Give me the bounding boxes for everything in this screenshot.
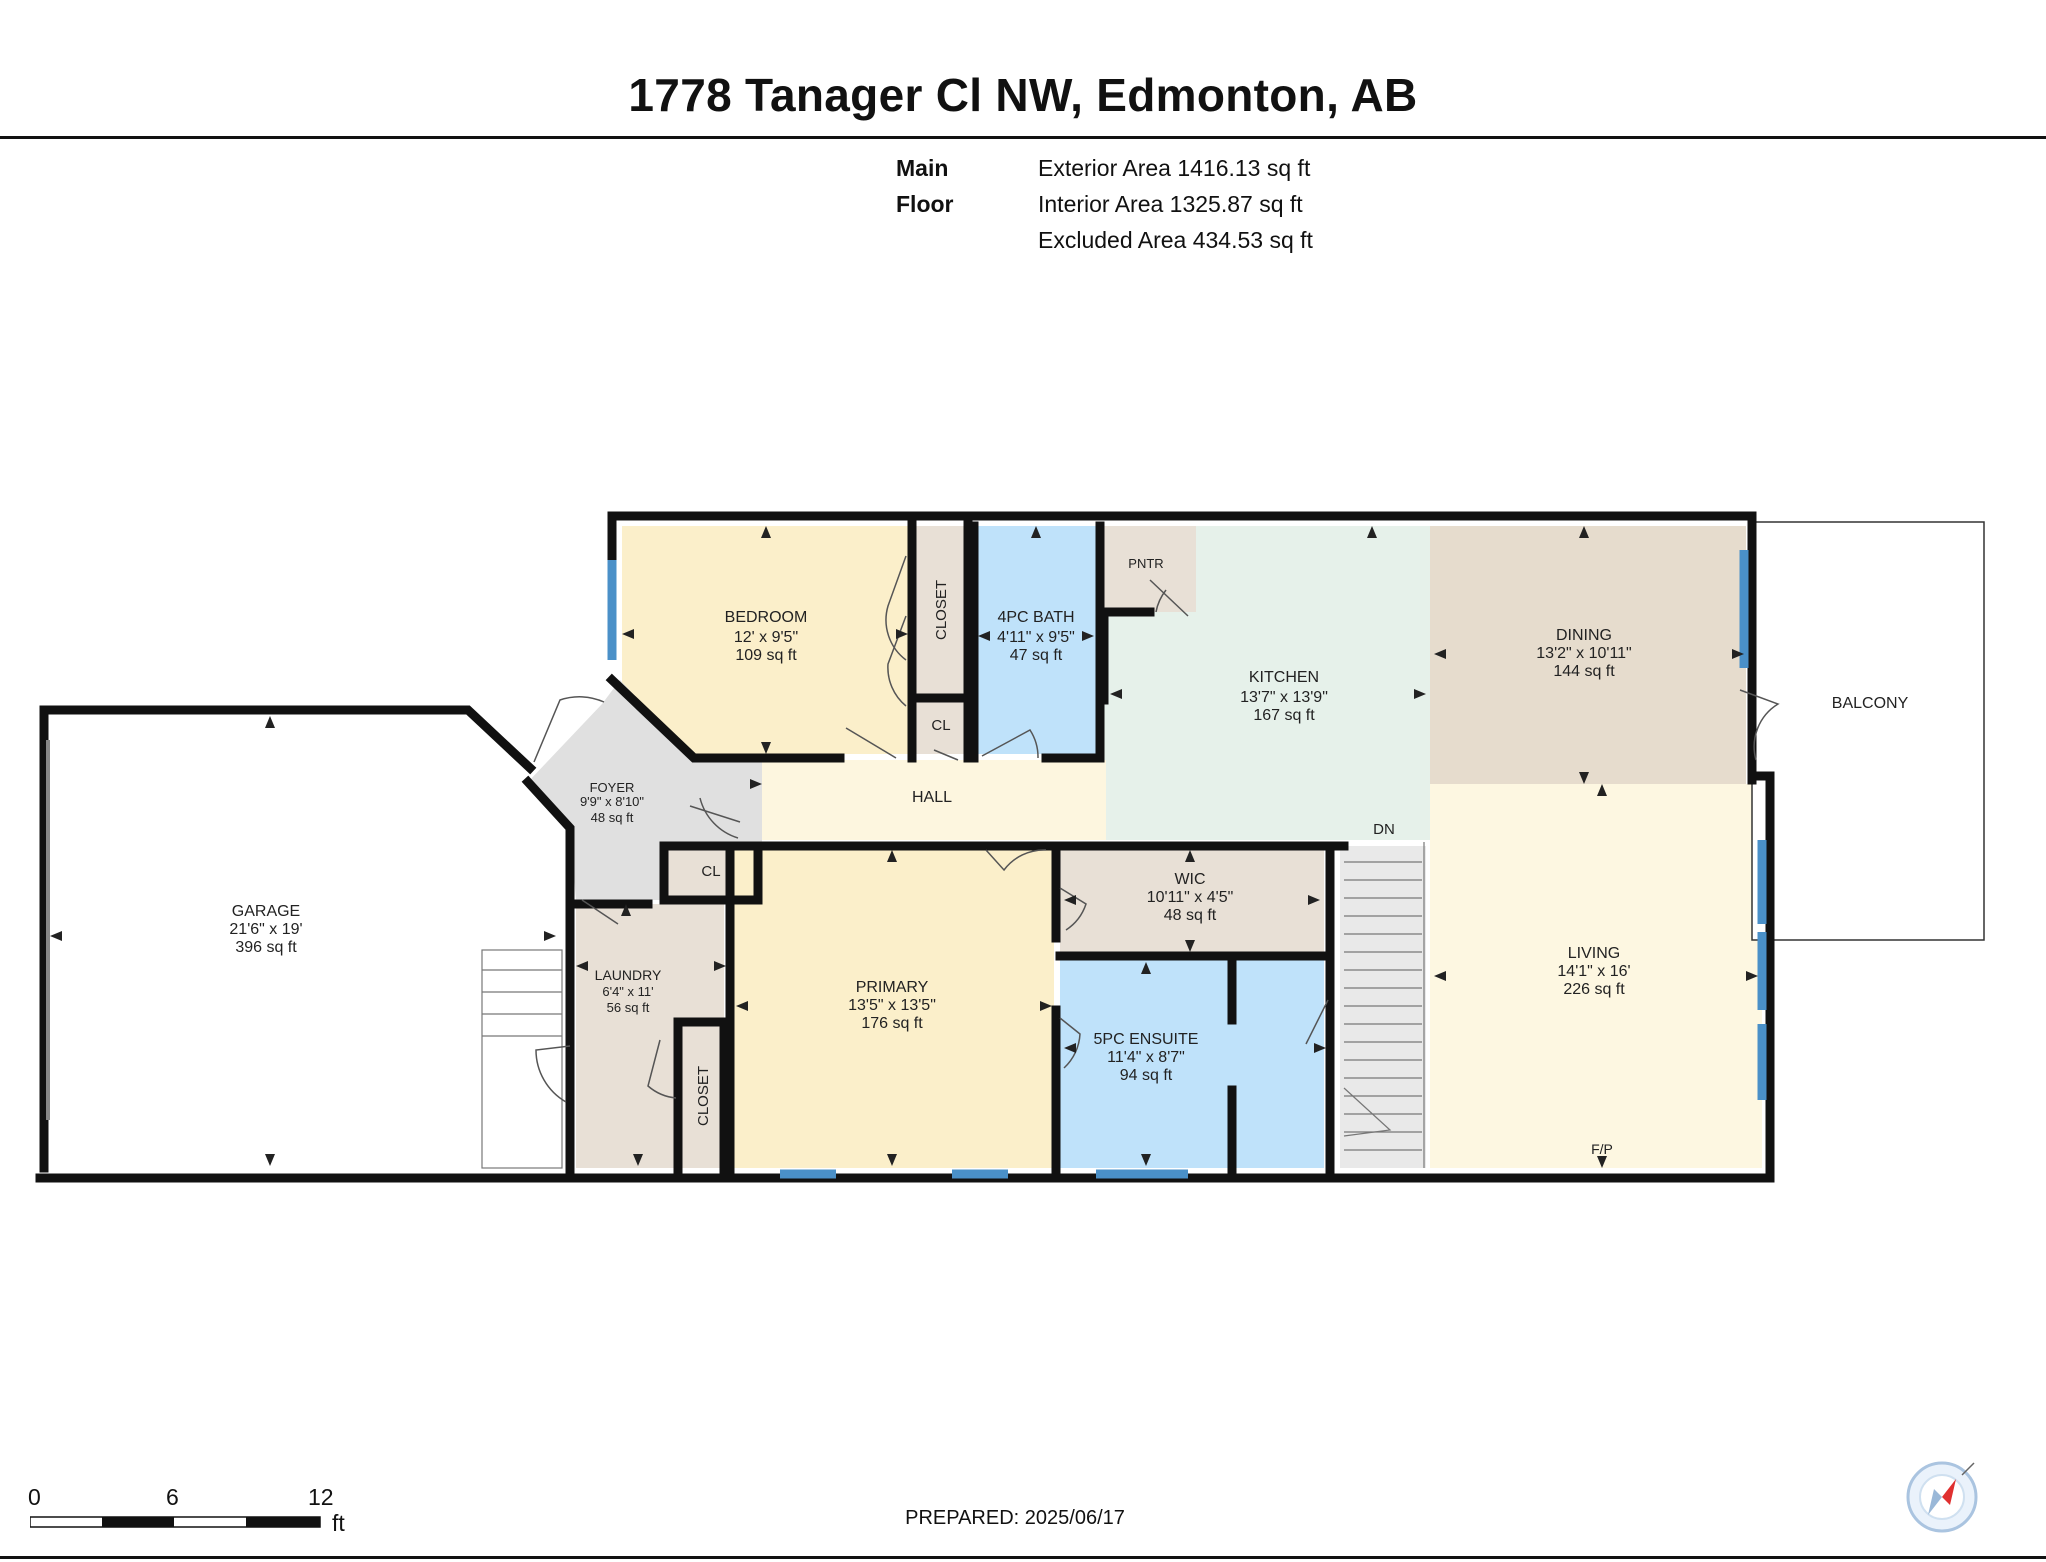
footer-rule [0,1556,2046,1559]
laundry-area: 56 sq ft [607,1000,650,1015]
closet-top-label: CLOSET [933,580,950,640]
primary-name: PRIMARY [856,979,929,996]
ensuite-dims: 11'4" x 8'7" [1107,1049,1185,1066]
dining-name: DINING [1556,627,1612,644]
scale-12: 12 [308,1484,334,1510]
wic-area: 48 sq ft [1164,907,1217,924]
windows [607,550,1767,1179]
stairs-dn-label: DN [1373,821,1395,838]
ensuite-area: 94 sq ft [1120,1067,1173,1084]
interior-area: Interior Area 1325.87 sq ft [1038,191,1303,217]
hall-floor [762,760,1106,840]
pantry-label: PNTR [1128,556,1163,571]
wic-floor [1060,846,1324,952]
bath-name: 4PC BATH [997,609,1074,626]
garage-dims: 21'6" x 19' [229,921,302,938]
scale-6: 6 [166,1484,179,1510]
garage-wall [39,705,537,1173]
scale-bar-graphic [30,1516,321,1528]
door-swings [533,555,1780,1103]
closet-bottom-label: CLOSET [695,1066,712,1126]
foyer-name: FOYER [590,780,635,795]
compass-icon [1906,1461,1978,1533]
bath-area: 47 sq ft [1010,647,1063,664]
pantry-floor-over [1104,526,1196,612]
bedroom-area: 109 sq ft [735,647,797,664]
cl-top-floor [914,698,968,754]
living-dims: 14'1" x 16' [1557,963,1630,980]
dimension-markers [50,526,1758,1168]
scale-0: 0 [28,1484,41,1510]
exterior-area: Exterior Area 1416.13 sq ft [1038,155,1311,181]
foyer-floor [528,680,762,900]
primary-dims: 13'5" x 13'5" [848,997,936,1014]
bedroom-floor [622,526,912,754]
kitchen-area: 167 sq ft [1253,707,1315,724]
header-rule [0,136,2046,139]
closet-bottom-floor [678,1022,724,1168]
scale-unit: ft [332,1510,345,1536]
balcony-outline [1751,521,1985,941]
bath-floor [974,526,1096,754]
living-area: 226 sq ft [1563,981,1625,998]
prepared-date: PREPARED: 2025/06/17 [905,1507,1125,1529]
stair-treads [1343,842,1425,1168]
exterior-steps [481,949,563,1169]
dining-area: 144 sq ft [1553,663,1615,680]
primary-area: 176 sq ft [861,1015,923,1032]
closet-top-floor [914,526,968,694]
laundry-dims: 6'4" x 11' [602,984,653,999]
kitchen-dims: 13'7" x 13'9" [1240,689,1328,706]
room-fills [44,526,1762,1168]
cl-foyer-label: CL [701,863,720,880]
walls [35,511,1775,1183]
dining-dims: 13'2" x 10'11" [1536,645,1631,662]
excluded-area: Excluded Area 434.53 sq ft [1038,227,1313,253]
wic-dims: 10'11" x 4'5" [1147,889,1234,906]
living-floor [1430,784,1762,1168]
floor-label: Main Floor [896,155,954,217]
kitchen-name: KITCHEN [1249,669,1319,686]
plan-title: 1778 Tanager Cl NW, Edmonton, AB [628,69,1418,121]
primary-floor [732,846,1054,1168]
garage-name: GARAGE [232,903,300,920]
foyer-area: 48 sq ft [591,810,634,825]
garage-floor [44,710,530,1168]
laundry-name: LAUNDRY [595,967,662,983]
dining-floor [1430,526,1746,784]
living-name: LIVING [1568,945,1620,962]
bath-dims: 4'11" x 9'5" [997,629,1075,646]
wic-name: WIC [1174,871,1205,888]
foyer-angle [605,673,845,763]
ensuite-floor [1060,960,1324,1168]
foyer-dims: 9'9" x 8'10" [580,794,644,809]
cl-top-label: CL [931,717,950,734]
stairs-floor [1340,846,1426,1168]
garage-area: 396 sq ft [235,939,297,956]
bedroom-dims: 12' x 9'5" [734,629,798,646]
balcony-label: BALCONY [1832,695,1909,712]
fireplace-label: F/P [1591,1141,1613,1157]
bedroom-name: BEDROOM [725,609,808,626]
foyer-left [521,775,575,1177]
hall-label: HALL [912,789,952,806]
right-wall [1747,771,1775,1183]
ensuite-name: 5PC ENSUITE [1094,1031,1199,1048]
